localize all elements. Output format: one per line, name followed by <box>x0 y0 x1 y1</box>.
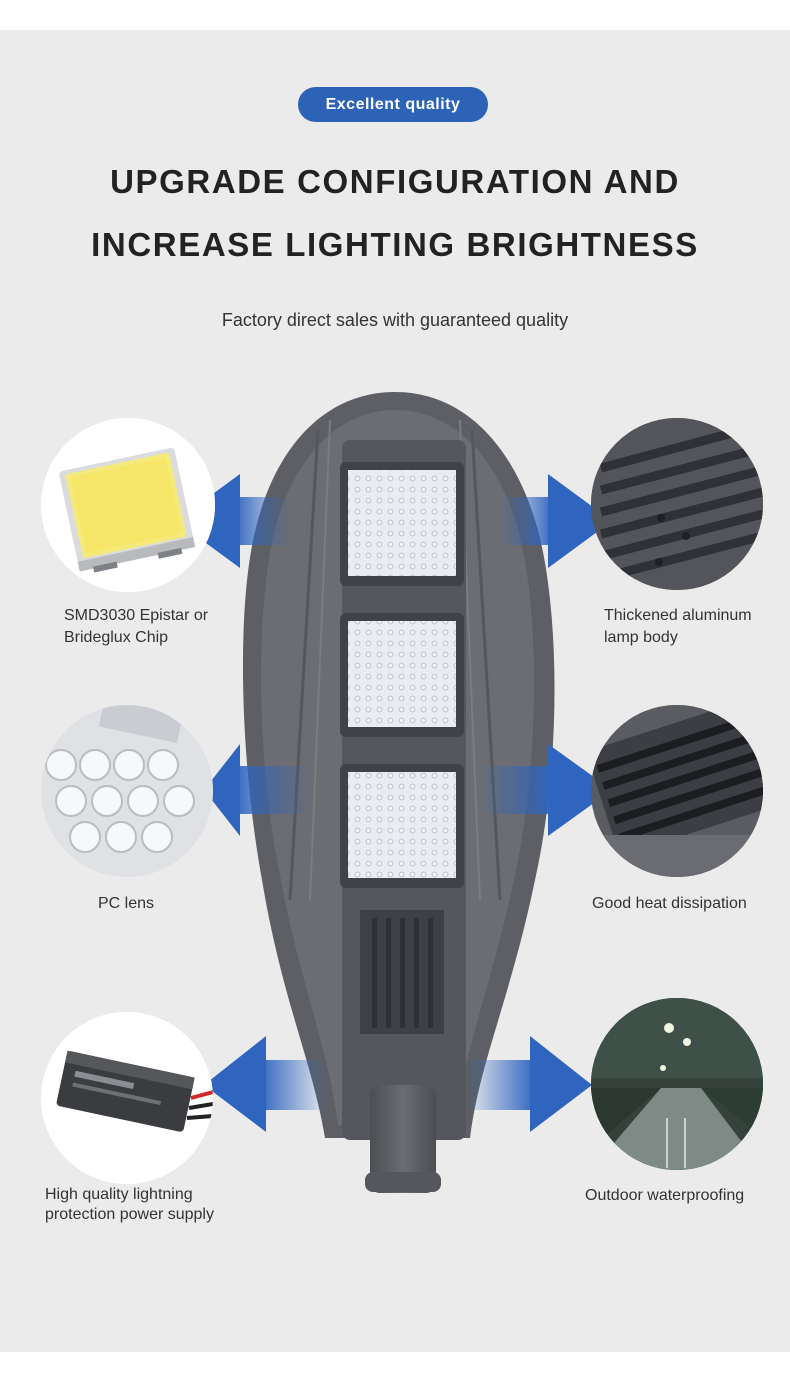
feature-lens-label: PC lens <box>98 895 155 912</box>
arrow-left-2 <box>204 744 310 836</box>
led-chip-icon <box>41 418 215 592</box>
feature-power-line-2: protection power supply <box>45 1206 214 1223</box>
page-subtitle: Factory direct sales with guaranteed qua… <box>221 310 569 330</box>
mounting-arm <box>365 1085 441 1193</box>
driver-heatsink <box>360 910 444 1034</box>
rainy-road-icon <box>591 998 763 1170</box>
feature-power-label: High quality lightning protection power … <box>45 1185 214 1225</box>
lens-array-icon <box>41 705 213 877</box>
quality-badge: Excellent quality <box>298 87 488 122</box>
feature-body-line-2: lamp body <box>604 629 678 646</box>
feature-heat-label: Good heat dissipation <box>592 895 747 912</box>
feature-water-label: Outdoor waterproofing <box>585 1187 745 1204</box>
arrow-right-1 <box>500 474 612 568</box>
led-driver-icon <box>41 1012 213 1184</box>
feature-body-line-1: Thickened aluminum <box>604 607 752 624</box>
arrow-left-3 <box>204 1036 328 1132</box>
page-title-line-1: UPGRADE CONFIGURATION AND <box>110 163 680 200</box>
arrow-right-3 <box>465 1036 592 1132</box>
feature-chip-label: SMD3030 Epistar or Brideglux Chip <box>64 605 208 649</box>
aluminum-fins-icon <box>591 418 763 590</box>
led-module-3 <box>340 764 464 888</box>
heatsink-icon <box>591 705 763 877</box>
feature-body-label: Thickened aluminum lamp body <box>604 605 752 649</box>
feature-chip-line-2: Brideglux Chip <box>64 629 169 646</box>
feature-chip-line-1: SMD3030 Epistar or <box>64 607 209 624</box>
page-title-line-2: INCREASE LIGHTING BRIGHTNESS <box>91 226 699 263</box>
led-module-1 <box>340 462 464 586</box>
feature-power-line-1: High quality lightning <box>45 1186 193 1203</box>
led-module-2 <box>340 613 464 737</box>
arrow-right-2 <box>480 744 612 836</box>
